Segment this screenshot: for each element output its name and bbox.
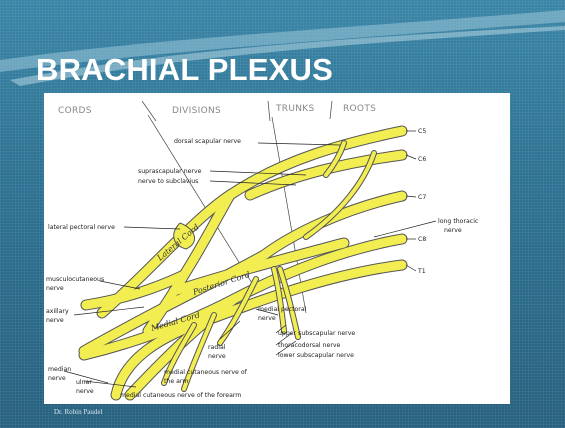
- label-medial-pectoral-nerve-line2: nerve: [258, 315, 276, 322]
- label-medial-cutaneous-forearm: medial cutaneous nerve of the forearm: [120, 392, 241, 399]
- label-nerve-to-subclavius: nerve to subclavius: [138, 178, 198, 185]
- label-median-nerve-line2: nerve: [48, 375, 66, 382]
- label-lateral-pectoral-nerve: lateral pectoral nerve: [48, 224, 115, 231]
- label-thoracodorsal-nerve: thoracodorsal nerve: [278, 342, 341, 349]
- header-roots: ROOTS: [343, 104, 376, 114]
- label-upper-subscapular-nerve: upper subscapular nerve: [278, 330, 355, 337]
- label-radial-nerve-line1: radial: [208, 344, 226, 351]
- label-long-thoracic-nerve-line1: long thoracic: [438, 218, 479, 225]
- header-trunks: TRUNKS: [275, 104, 315, 114]
- root-label-c8: C8: [418, 236, 426, 243]
- label-dorsal-scapular-nerve: dorsal scapular nerve: [174, 138, 241, 145]
- label-suprascapular-nerve: suprascapular nerve: [138, 168, 202, 175]
- label-axillary-nerve-line1: axillary: [46, 308, 69, 315]
- label-ulnar-nerve-line2: nerve: [76, 388, 94, 395]
- label-median-nerve-line1: median: [48, 366, 71, 373]
- label-musculocutaneous-nerve-line2: nerve: [46, 285, 64, 292]
- root-leaders: [406, 131, 416, 271]
- brachial-plexus-diagram: CORDS DIVISIONS TRUNKS ROOTS: [44, 93, 510, 404]
- label-medial-cutaneous-arm-line1: medial cutaneous nerve of: [164, 369, 248, 376]
- header-cords: CORDS: [58, 106, 92, 116]
- header-divisions: DIVISIONS: [172, 106, 221, 116]
- brachial-plexus-figure: CORDS DIVISIONS TRUNKS ROOTS: [44, 93, 510, 404]
- nerve-bundles: [84, 131, 402, 395]
- label-radial-nerve-line2: nerve: [208, 353, 226, 360]
- slide-title: BRACHIAL PLEXUS: [36, 52, 333, 88]
- root-label-c5: C5: [418, 128, 426, 135]
- root-label-t1: T1: [417, 268, 426, 275]
- label-axillary-nerve-line2: nerve: [46, 317, 64, 324]
- label-ulnar-nerve-line1: ulnar: [76, 379, 92, 386]
- root-label-c6: C6: [418, 156, 426, 163]
- label-lower-subscapular-nerve: lower subscapular nerve: [278, 352, 354, 359]
- label-medial-cutaneous-arm-line2: the arm: [164, 378, 188, 385]
- label-medial-pectoral-nerve-line1: medial pectoral: [258, 306, 307, 313]
- slide-footer-author: Dr. Robin Paudel: [54, 408, 102, 416]
- root-label-c7: C7: [418, 194, 426, 201]
- label-musculocutaneous-nerve-line1: musculocutaneous: [46, 276, 104, 283]
- label-long-thoracic-nerve-line2: nerve: [444, 227, 462, 234]
